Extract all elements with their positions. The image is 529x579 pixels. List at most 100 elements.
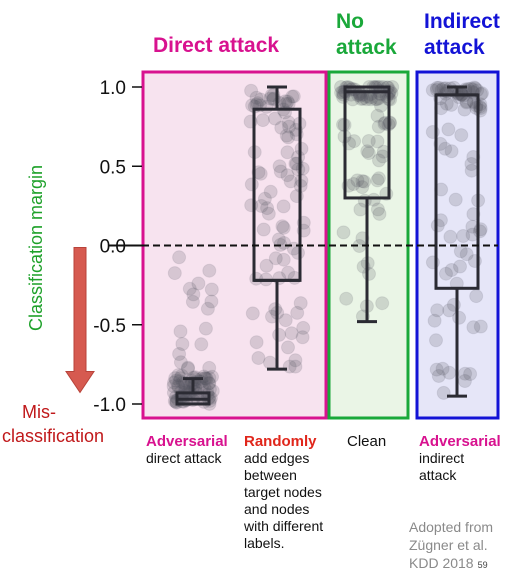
data-point xyxy=(275,219,290,234)
data-point xyxy=(448,192,463,207)
data-point xyxy=(274,120,289,135)
data-point xyxy=(372,153,386,168)
data-point xyxy=(336,225,351,240)
data-point xyxy=(272,159,287,174)
group-title-direct-attack: Direct attack xyxy=(153,34,280,57)
data-point xyxy=(290,305,305,320)
category-head: Clean xyxy=(347,433,387,450)
data-point xyxy=(438,141,453,156)
data-point xyxy=(251,351,266,365)
data-point xyxy=(431,369,446,383)
data-point xyxy=(167,266,182,281)
data-point xyxy=(181,361,195,376)
data-point xyxy=(463,367,478,381)
data-point xyxy=(281,340,295,355)
data-point xyxy=(249,90,264,105)
data-point xyxy=(459,247,474,262)
data-point xyxy=(173,324,188,339)
data-point xyxy=(361,146,376,161)
data-point xyxy=(277,236,291,250)
misclassification-line-1: Mis- xyxy=(22,402,56,422)
data-point xyxy=(464,163,479,178)
category-desc: and nodes xyxy=(244,501,310,517)
misclassification-arrow xyxy=(65,247,95,394)
data-point xyxy=(473,319,488,334)
data-point xyxy=(442,365,457,380)
data-point xyxy=(370,108,385,123)
y-tick-label: 0.5 xyxy=(100,157,126,178)
data-point xyxy=(359,92,374,107)
category-desc: target nodes xyxy=(244,484,322,500)
data-point xyxy=(256,222,271,237)
data-point xyxy=(253,92,268,107)
data-point xyxy=(181,360,195,375)
data-point xyxy=(371,171,386,186)
category-label-adversarial-indirect: Adversarial indirect attack xyxy=(419,433,501,484)
data-point xyxy=(284,326,299,341)
data-point xyxy=(433,213,448,228)
data-point xyxy=(202,263,217,278)
category-label-clean: Clean xyxy=(347,433,386,450)
category-head: Adversarial xyxy=(146,433,228,450)
data-point xyxy=(436,385,451,400)
category-desc: indirect xyxy=(419,450,465,466)
data-point xyxy=(375,149,390,164)
data-point xyxy=(186,287,201,302)
category-head: Adversarial xyxy=(419,433,501,450)
data-point xyxy=(205,369,219,384)
data-point xyxy=(194,337,209,352)
data-point xyxy=(347,82,362,97)
category-label-randomly: Randomly add edges between target nodes … xyxy=(244,433,323,552)
data-point xyxy=(473,222,488,237)
data-point xyxy=(457,102,472,117)
data-point xyxy=(276,199,291,214)
data-point xyxy=(276,220,291,235)
data-point xyxy=(350,173,365,188)
data-point xyxy=(370,134,385,149)
credit-source: KDD 2018 xyxy=(409,555,474,571)
box xyxy=(343,85,391,200)
data-point xyxy=(375,296,390,311)
data-point xyxy=(439,96,454,111)
data-point xyxy=(263,355,277,370)
category-desc: with different xyxy=(244,518,324,534)
data-point xyxy=(171,368,186,383)
data-point xyxy=(260,201,275,216)
data-point xyxy=(444,263,459,277)
data-point xyxy=(370,202,385,217)
data-point xyxy=(429,362,444,377)
data-point xyxy=(288,353,303,368)
data-point xyxy=(281,130,296,145)
data-point xyxy=(202,376,217,391)
data-point xyxy=(347,134,362,149)
data-point xyxy=(276,252,291,267)
y-axis-title: Classification margin xyxy=(26,165,46,331)
data-point xyxy=(198,321,213,336)
data-point xyxy=(429,333,443,348)
data-point xyxy=(357,174,372,189)
data-point xyxy=(191,276,206,291)
credit-line: Adopted from xyxy=(409,519,494,535)
data-point xyxy=(175,337,190,351)
data-point xyxy=(244,177,259,192)
data-point xyxy=(291,162,306,177)
data-point xyxy=(281,115,296,130)
data-point xyxy=(357,193,372,208)
data-point xyxy=(261,206,276,221)
category-desc: attack xyxy=(419,467,457,483)
y-tick-label: -0.5 xyxy=(93,316,126,337)
category-desc: between xyxy=(244,467,297,483)
data-point xyxy=(444,97,459,112)
data-point xyxy=(336,117,350,132)
data-point xyxy=(185,294,200,309)
data-point xyxy=(283,174,298,189)
data-point xyxy=(280,145,295,160)
data-point xyxy=(254,199,269,213)
data-point xyxy=(200,301,215,316)
data-point xyxy=(346,177,361,191)
data-point xyxy=(172,250,187,265)
data-point xyxy=(295,330,310,345)
data-point xyxy=(443,229,458,244)
